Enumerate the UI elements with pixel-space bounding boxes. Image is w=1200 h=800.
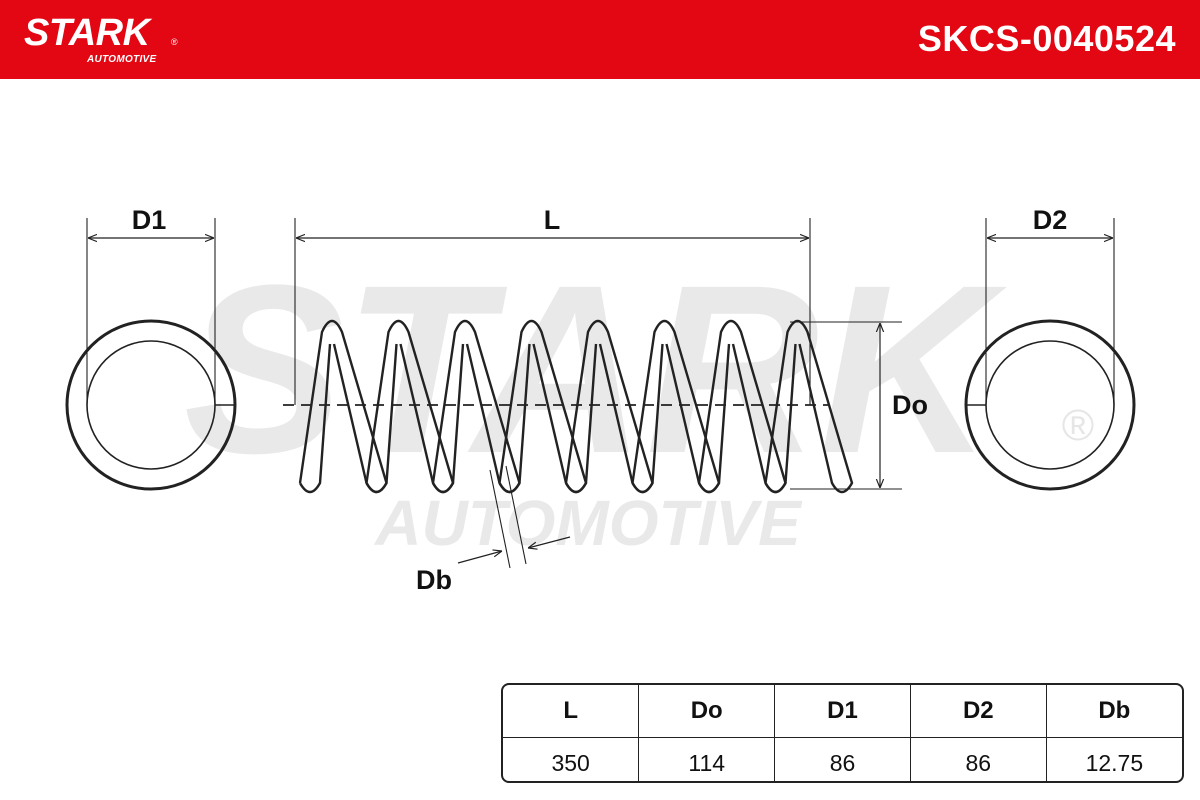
- watermark-registered-mark: ®: [1062, 401, 1094, 450]
- label-d1: D1: [132, 205, 167, 235]
- spec-table-header-row: L Do D1 D2 Db: [503, 685, 1182, 738]
- logo-brand: STARK: [24, 12, 150, 54]
- spring-coil: [764, 319, 854, 494]
- wire-diameter-dimension: [457, 465, 571, 569]
- watermark: STARK AUTOMOTIVE ®: [184, 235, 1095, 559]
- watermark-subtitle: AUTOMOTIVE: [373, 487, 803, 559]
- label-l: L: [544, 205, 561, 235]
- header-bar: STARK ® AUTOMOTIVE SKCS-0040524: [0, 0, 1200, 79]
- end-view-right: [964, 218, 1136, 491]
- logo-subtitle: AUTOMOTIVE: [87, 54, 157, 65]
- spring-coils: [298, 319, 854, 494]
- spec-value-do: 114: [638, 737, 775, 781]
- spec-value-db: 12.75: [1045, 737, 1182, 781]
- spec-table: L Do D1 D2 Db 350 114 86 86 12.75: [501, 683, 1184, 783]
- length-dimension: [294, 218, 811, 405]
- spec-value-l: 350: [551, 749, 590, 776]
- spec-table-value-row: 350 114 86 86 12.75: [503, 737, 1182, 781]
- outer-diameter-dimension: [790, 321, 902, 490]
- spec-header-d1: D1: [774, 685, 911, 738]
- stark-logo: STARK ® AUTOMOTIVE: [24, 12, 178, 65]
- label-d2: D2: [1033, 205, 1068, 235]
- label-db: Db: [416, 565, 452, 595]
- logo-registered-mark: ®: [171, 37, 178, 47]
- part-number: SKCS-0040524: [917, 18, 1176, 59]
- label-do: Do: [892, 390, 928, 420]
- spec-header-do: Do: [638, 685, 775, 738]
- spec-header-db: Db: [1045, 685, 1182, 738]
- spec-value-d1: 86: [774, 737, 911, 781]
- spec-value-d2: 86: [909, 737, 1047, 781]
- spec-header-l: L: [503, 685, 639, 738]
- spec-header-d2: D2: [909, 685, 1047, 738]
- spring-diagram: STARK AUTOMOTIVE ® D1 D2 L Do: [65, 205, 1136, 595]
- end-view-left: [65, 218, 237, 491]
